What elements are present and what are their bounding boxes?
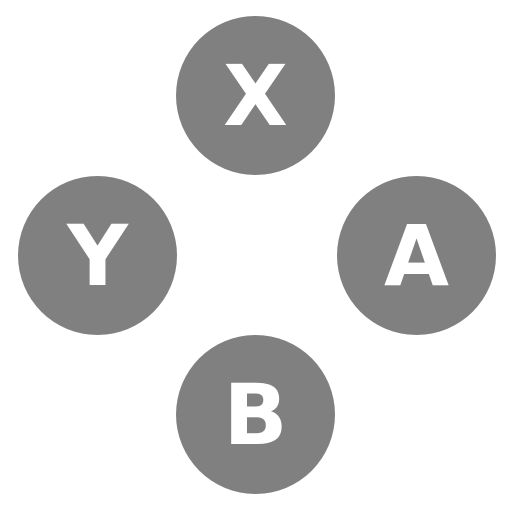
b-button-label: B (223, 365, 288, 464)
y-button[interactable]: Y (18, 176, 177, 335)
b-button[interactable]: B (176, 335, 335, 494)
a-button-label: A (383, 206, 449, 305)
a-button[interactable]: A (337, 176, 496, 335)
y-button-label: Y (67, 206, 128, 305)
x-button[interactable]: X (176, 16, 335, 175)
x-button-label: X (223, 46, 288, 145)
